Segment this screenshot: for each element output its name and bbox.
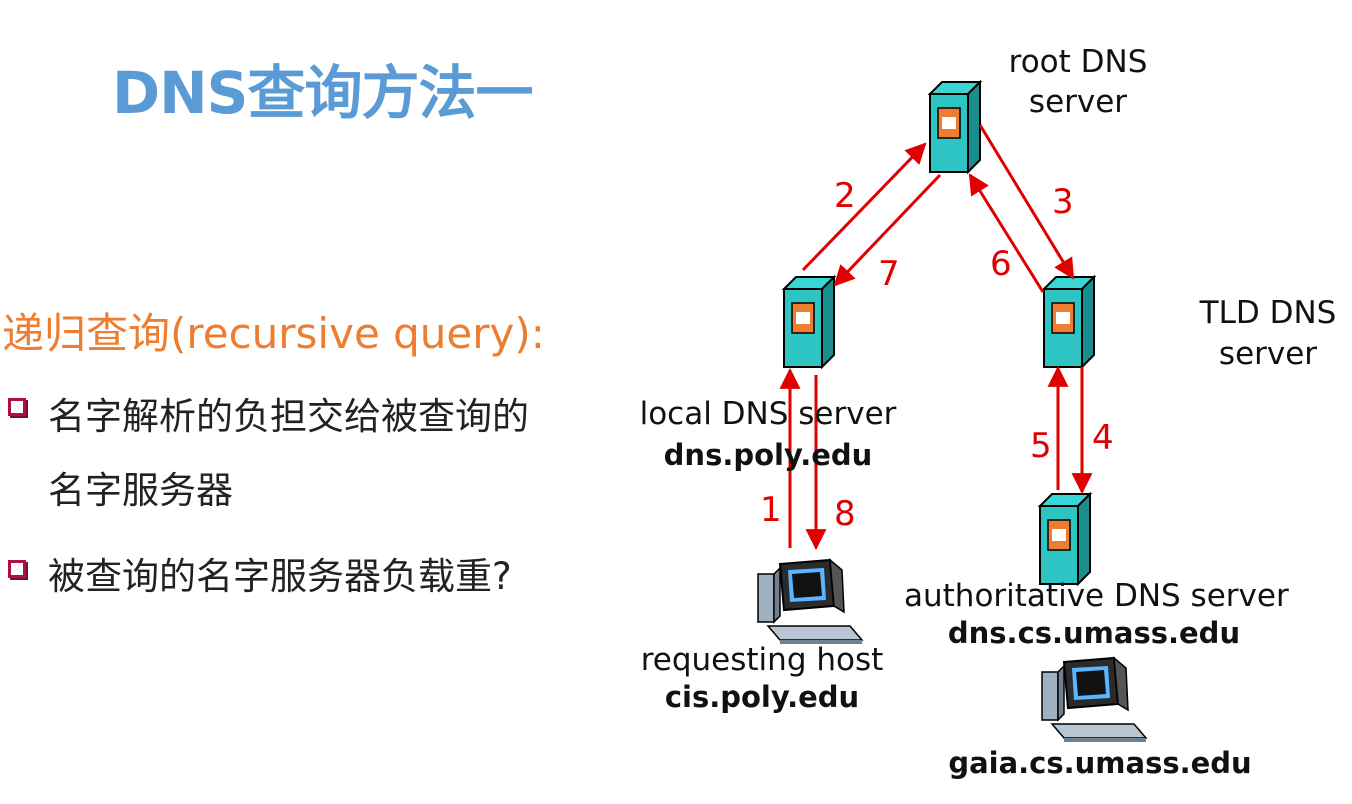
authoritative-dns-label: authoritative DNS server [904,578,1289,614]
arrow-step-3 [978,124,1075,280]
root-dns-label-line-2: server [1028,84,1128,120]
requesting-host-name: cis.poly.edu [664,680,860,714]
local-dns-server-icon [783,276,835,368]
authoritative-dns-server-icon [1039,493,1091,585]
local-dns-label: local DNS server [639,396,897,432]
gaia-host-computer-icon [1041,657,1147,743]
tld-dns-server-icon [1043,276,1095,368]
section-heading: 递归查询(recursive query): [2,309,545,358]
requesting-host-computer-icon [757,559,863,645]
arrow-step-6 [968,173,1045,293]
step-8-label: 8 [834,494,856,534]
bullet-1-line-2: 名字服务器 [48,469,233,512]
step-6-label: 6 [990,244,1012,284]
gaia-host-name: gaia.cs.umass.edu [948,746,1252,780]
root-dns-label-line-1: root DNS [1008,44,1148,80]
bullet-marker-2 [8,560,26,578]
step-5-label: 5 [1030,426,1052,466]
authoritative-dns-host: dns.cs.umass.edu [947,616,1241,650]
step-1-label: 1 [760,490,782,530]
arrow-step-7 [833,173,942,287]
root-dns-server-icon [929,81,981,173]
tld-dns-label-line-1: TLD DNS [1199,295,1337,331]
local-dns-host: dns.poly.edu [663,438,873,472]
page-title: DNS查询方法一 [112,59,533,127]
arrow-step-2 [801,142,927,272]
step-2-label: 2 [834,176,856,216]
step-3-label: 3 [1052,182,1074,222]
bullet-1-line-1: 名字解析的负担交给被查询的 [48,395,529,438]
step-7-label: 7 [878,254,900,294]
requesting-host-label: requesting host [640,642,884,678]
bullet-marker-1 [8,398,26,416]
bullet-2-line-1: 被查询的名字服务器负载重? [48,555,512,598]
tld-dns-label-line-2: server [1218,336,1318,372]
step-4-label: 4 [1092,418,1114,458]
